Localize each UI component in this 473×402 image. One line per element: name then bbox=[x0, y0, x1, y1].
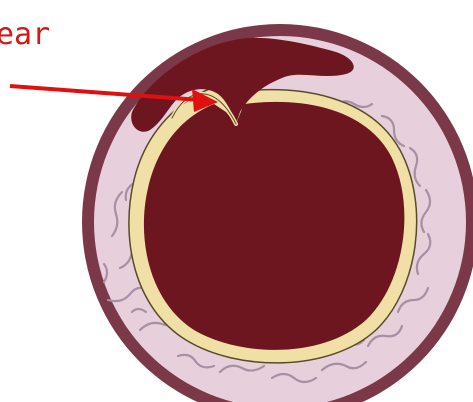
lumen-blood bbox=[144, 102, 405, 350]
tear-label: ear bbox=[0, 20, 50, 50]
